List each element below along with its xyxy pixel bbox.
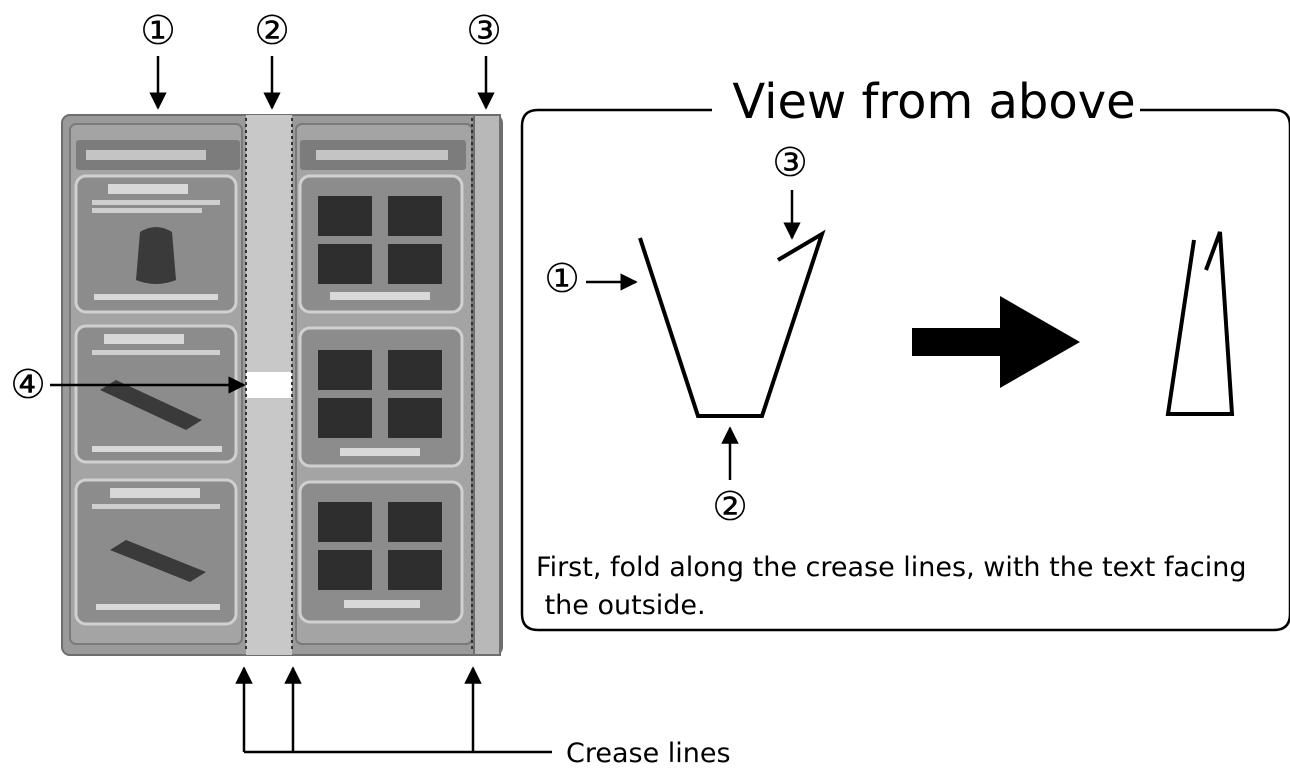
crease-arrows xyxy=(235,666,552,754)
white-label-area xyxy=(246,372,292,398)
sheet-illustration xyxy=(61,114,503,656)
right-card-1 xyxy=(298,174,464,314)
right-card-2 xyxy=(298,326,464,468)
view-from-above-panel xyxy=(520,108,1290,632)
left-card-1 xyxy=(74,174,238,314)
fold-shape-closed xyxy=(1165,231,1235,416)
marker-2-top: ② xyxy=(254,8,290,54)
panel-title: View from above xyxy=(732,74,1135,130)
panel-caption-line-1: First, fold along the crease lines, with… xyxy=(536,552,1247,583)
right-card-3 xyxy=(298,480,464,624)
marker-1-view: ① xyxy=(544,256,580,302)
side-tab xyxy=(473,114,501,656)
crease-lines-label: Crease lines xyxy=(566,738,731,768)
big-right-arrow xyxy=(912,296,1080,388)
left-card-2 xyxy=(74,324,238,464)
marker-3-view: ③ xyxy=(772,140,808,186)
left-card-3 xyxy=(74,478,238,626)
marker-1-top: ① xyxy=(140,8,176,54)
marker-4: ④ xyxy=(10,362,46,408)
marker-3-top: ③ xyxy=(466,8,502,54)
fold-shape-open xyxy=(638,229,826,418)
panel-caption-line-2: the outside. xyxy=(536,590,706,621)
marker-2-view: ② xyxy=(712,484,748,530)
